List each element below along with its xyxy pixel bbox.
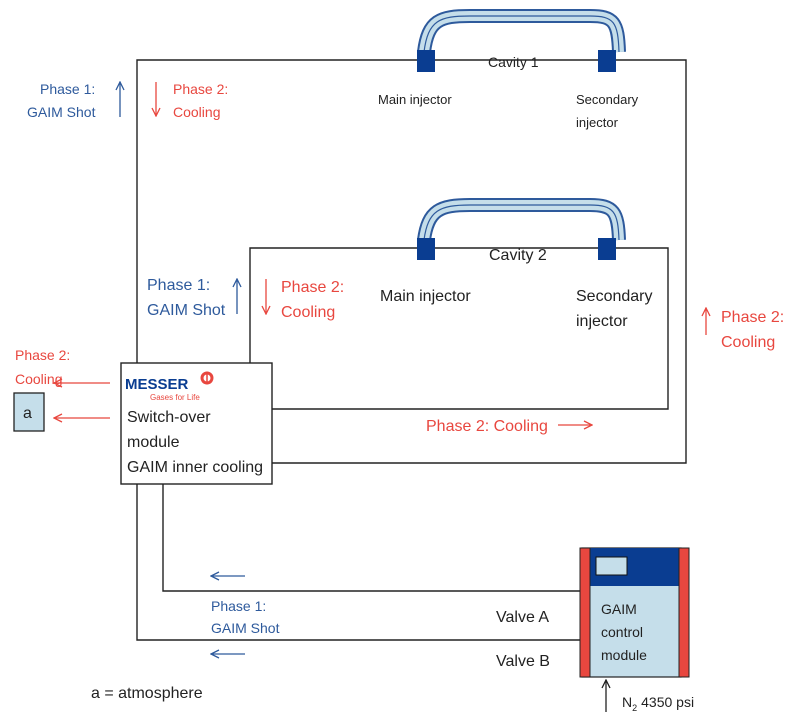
outer-circuit-lines: [136, 59, 687, 464]
right-phase2-label-2: Cooling: [721, 334, 775, 351]
messer-logo: MESSER: [125, 376, 189, 393]
right-phase2-label-1: Phase 2:: [721, 309, 784, 326]
nitrogen-label: N2 4350 psi: [622, 694, 694, 713]
control-module-label-3: module: [601, 647, 647, 663]
bottom-phase2-label: Phase 2: Cooling: [426, 418, 548, 435]
messer-tagline: Gases for Life: [150, 393, 200, 402]
cavity1-label: Cavity 1: [488, 54, 539, 70]
control-module-label-2: control: [601, 624, 643, 640]
vent-phase2-label-1: Phase 2:: [15, 347, 70, 363]
inner-phase2-label-1: Phase 2:: [281, 279, 344, 296]
switch-over-module-box: [120, 362, 273, 485]
atmosphere-legend: a = atmosphere: [91, 685, 203, 702]
nitrogen-symbol: N: [622, 694, 632, 710]
outer-phase1-label-1: Phase 1:: [40, 81, 95, 97]
nitrogen-pressure: 4350 psi: [641, 694, 694, 710]
switch-over-label-2: module: [127, 434, 180, 451]
inner-phase1-label-2: GAIM Shot: [147, 302, 226, 319]
cavity2-main-injector-label: Main injector: [380, 288, 471, 305]
cavity2-label: Cavity 2: [489, 247, 547, 264]
control-module-label-1: GAIM: [601, 601, 637, 617]
vent-phase2-label-2: Cooling: [15, 371, 62, 387]
cavity2-secondary-injector-label-2: injector: [576, 313, 628, 330]
cavity1-hose: [417, 9, 626, 54]
valve-phase1-label-2: GAIM Shot: [211, 620, 280, 636]
atmosphere-box: [13, 392, 45, 432]
switch-over-label-3: GAIM inner cooling: [127, 459, 263, 476]
valve-a-label: Valve A: [496, 609, 549, 626]
nitrogen-subscript: 2: [632, 703, 637, 713]
switch-over-label-1: Switch-over: [127, 409, 211, 426]
valve-phase1-label-1: Phase 1:: [211, 598, 266, 614]
cavity1-main-injector: [417, 50, 435, 72]
outer-phase2-label-1: Phase 2:: [173, 81, 228, 97]
cavity1-secondary-injector: [598, 50, 616, 72]
atmosphere-box-label: a: [23, 405, 32, 422]
outer-phase2-label-2: Cooling: [173, 104, 220, 120]
cavity1-secondary-injector-label-1: Secondary: [576, 92, 639, 107]
cavity2-secondary-injector-label-1: Secondary: [576, 288, 653, 305]
outer-phase1-label-2: GAIM Shot: [27, 104, 96, 120]
messer-logo-icon: [200, 371, 214, 385]
valve-lines: [136, 484, 582, 641]
cavity2-secondary-injector: [598, 238, 616, 260]
inner-phase2-label-2: Cooling: [281, 304, 335, 321]
cavity2-main-injector: [417, 238, 435, 260]
inner-circuit-lines: [249, 247, 669, 410]
control-module-display: [595, 556, 628, 576]
cavity2-hose: [417, 198, 626, 242]
inner-phase1-label-1: Phase 1:: [147, 277, 210, 294]
cavity1-main-injector-label: Main injector: [378, 92, 452, 107]
cavity1-secondary-injector-label-2: injector: [576, 115, 619, 130]
valve-b-label: Valve B: [496, 653, 550, 670]
gaim-control-module: [579, 547, 690, 678]
